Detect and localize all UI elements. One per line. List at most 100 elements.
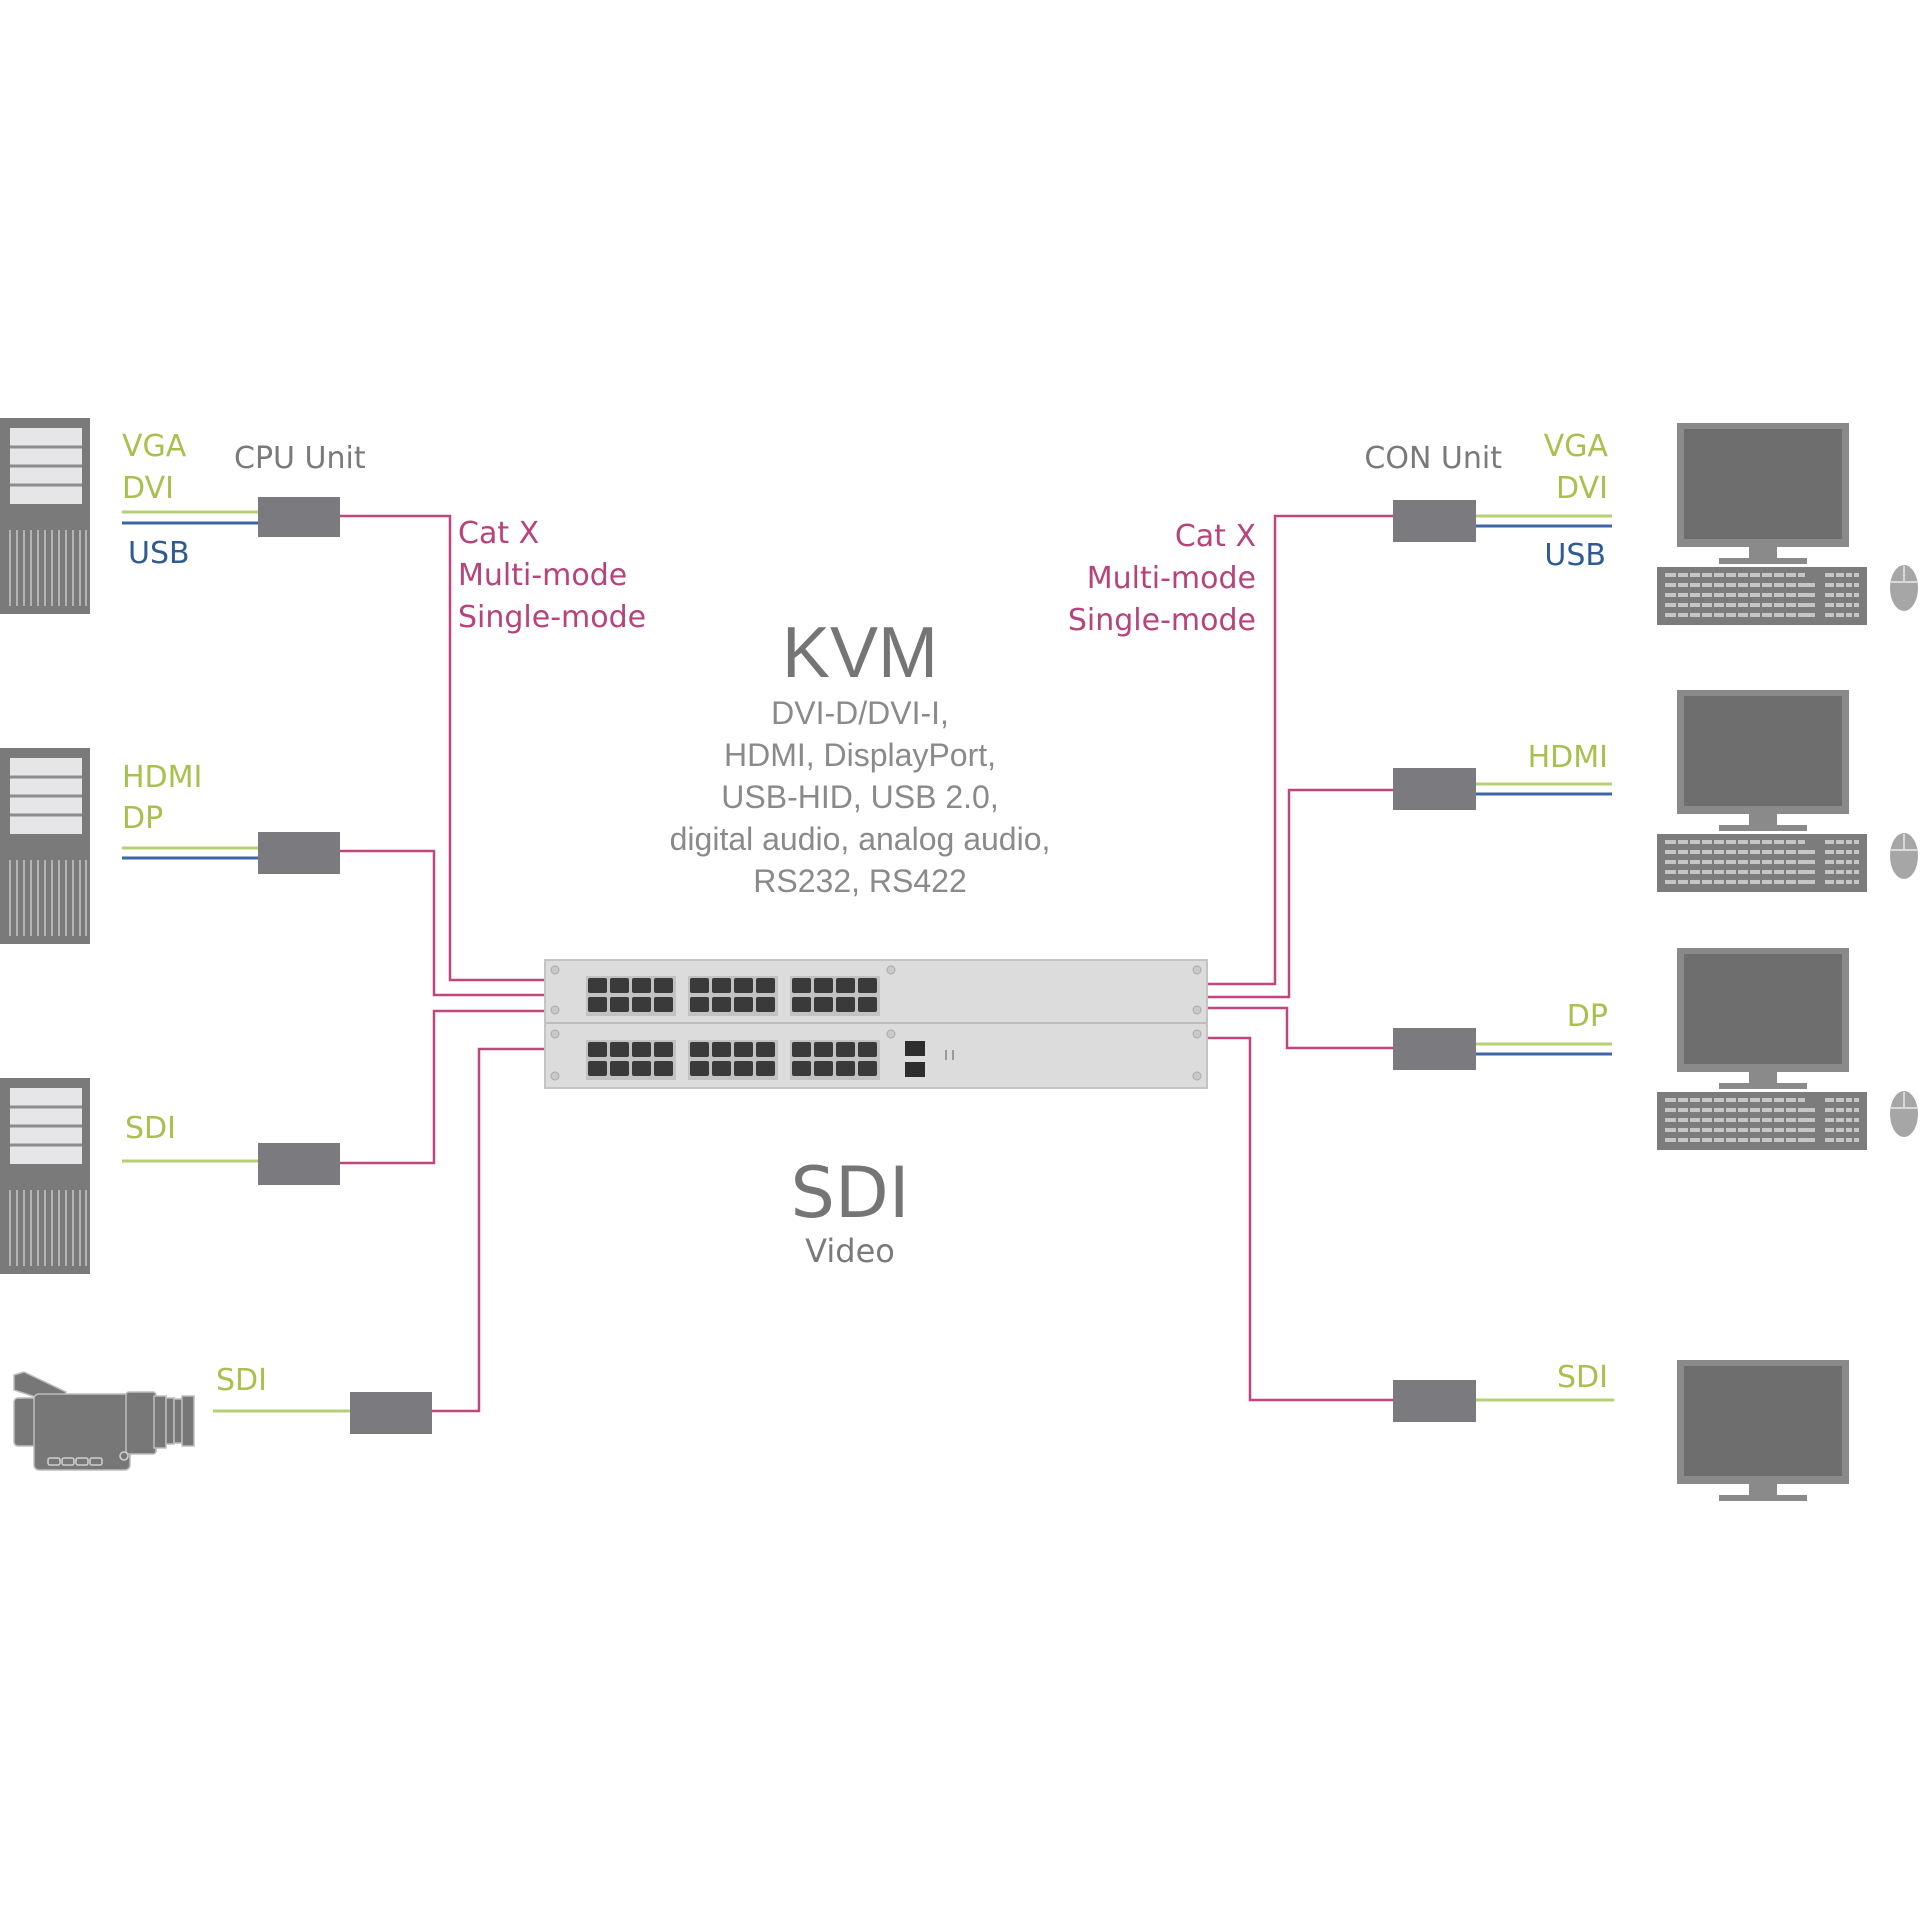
rj45-port [756,1042,775,1057]
rj45-port [756,1061,775,1076]
rj45-port [792,997,811,1012]
con-unit-label: CON Unit [1364,441,1502,476]
rj45-port [588,1042,607,1057]
monitor-icon [1677,690,1849,831]
computer-tower-icon [0,746,92,946]
left-cable-type-singlemode: Single-mode [458,600,647,635]
rj45-port [858,997,877,1012]
cat-cable-left-1 [340,514,545,982]
rj45-port [654,978,673,993]
rj45-port [610,978,629,993]
cat-cable-left-2 [340,849,545,997]
monitor-icon [1677,948,1849,1089]
right-cable-type-catx: Cat X [1174,519,1256,554]
rj45-port [836,1061,855,1076]
kvm-signal-line: DVI-D/DVI-I, [771,695,949,731]
rj45-port [814,1061,833,1076]
mouse-icon [1889,832,1919,880]
rj45-port [690,1042,709,1057]
kvm-signal-list: DVI-D/DVI-I, HDMI, DisplayPort, USB-HID,… [560,692,1160,902]
rj45-port [712,1061,731,1076]
sdi-subtitle: Video [805,1232,895,1270]
sink-1-usb-label: USB [1544,538,1606,573]
rj45-port [814,997,833,1012]
rj45-port [632,997,651,1012]
source-1-usb-label: USB [128,536,190,571]
sdi-title: SDI [790,1152,910,1234]
rj45-port [632,1042,651,1057]
rj45-port [858,1042,877,1057]
rj45-port [690,997,709,1012]
rj45-port [610,1061,629,1076]
rj45-port [734,978,753,993]
source-1-video-label-vga: VGA [122,429,187,464]
rj45-port [632,978,651,993]
right-cable-type-singlemode: Single-mode [1067,603,1256,638]
sink-1-video-label-vga: VGA [1543,429,1608,464]
cpu-unit-4 [350,1392,432,1434]
rj45-port [734,1042,753,1057]
extenders [258,497,1476,1434]
cpu-unit-2 [258,832,340,874]
cat-cable-left-3 [340,1009,545,1165]
mouse-icon [1889,1090,1919,1138]
kvm-signal-line: USB-HID, USB 2.0, [721,779,999,815]
usb-cables [122,521,1612,1056]
con-unit-1 [1393,500,1476,542]
rj45-port [858,1061,877,1076]
rj45-port [836,978,855,993]
rj45-port [690,1061,709,1076]
rj45-port [836,1042,855,1057]
left-cable-type-multimode: Multi-mode [458,558,628,593]
source-2-video-label-dp: DP [122,801,164,836]
computer-tower-icon [0,416,92,616]
rj45-port [712,978,731,993]
cpu-unit-3 [258,1143,340,1185]
rj45-port [756,978,775,993]
mouse-icon [1889,564,1919,612]
con-unit-4 [1393,1380,1476,1422]
rj45-port [610,997,629,1012]
monitor-icon [1677,1360,1849,1501]
rj45-port [654,997,673,1012]
cat-cable-left-4 [432,1047,545,1413]
rj45-port [734,997,753,1012]
rj45-port [712,997,731,1012]
rj45-port [836,997,855,1012]
rj45-port [814,978,833,993]
rj45-port [588,1061,607,1076]
video-cables [122,510,1614,1413]
rj45-port [792,978,811,993]
keyboard-icon [1656,1091,1868,1151]
monitor-icon [1677,423,1849,564]
rj45-port [588,978,607,993]
keyboard-icon [1656,566,1868,626]
rj45-port [858,978,877,993]
con-unit-3 [1393,1028,1476,1070]
rj45-port [814,1042,833,1057]
cat-cable-right-1 [1207,514,1393,986]
video-camera-icon [13,1371,195,1471]
keyboard-icon [1656,833,1868,893]
con-unit-2 [1393,768,1476,810]
computer-tower-icon [0,1076,92,1276]
rj45-port [712,1042,731,1057]
rj45-port [654,1042,673,1057]
rj45-port [734,1061,753,1076]
kvm-signal-line: RS232, RS422 [753,863,967,899]
cat-cable-right-3 [1207,1006,1393,1050]
kvm-matrix-switch-icon [544,959,1208,1089]
kvm-signal-line: HDMI, DisplayPort, [723,737,997,773]
sink-2-video-label-hdmi: HDMI [1527,740,1608,775]
source-1-video-label-dvi: DVI [122,471,174,506]
rj45-port [690,978,709,993]
rj45-port [632,1061,651,1076]
cat-cable-right-2 [1207,788,1393,999]
cpu-unit-1 [258,497,340,537]
cpu-unit-label: CPU Unit [234,441,366,476]
rj45-port [588,997,607,1012]
left-cable-type-catx: Cat X [458,516,540,551]
rj45-port [654,1061,673,1076]
right-cable-type-multimode: Multi-mode [1086,561,1256,596]
